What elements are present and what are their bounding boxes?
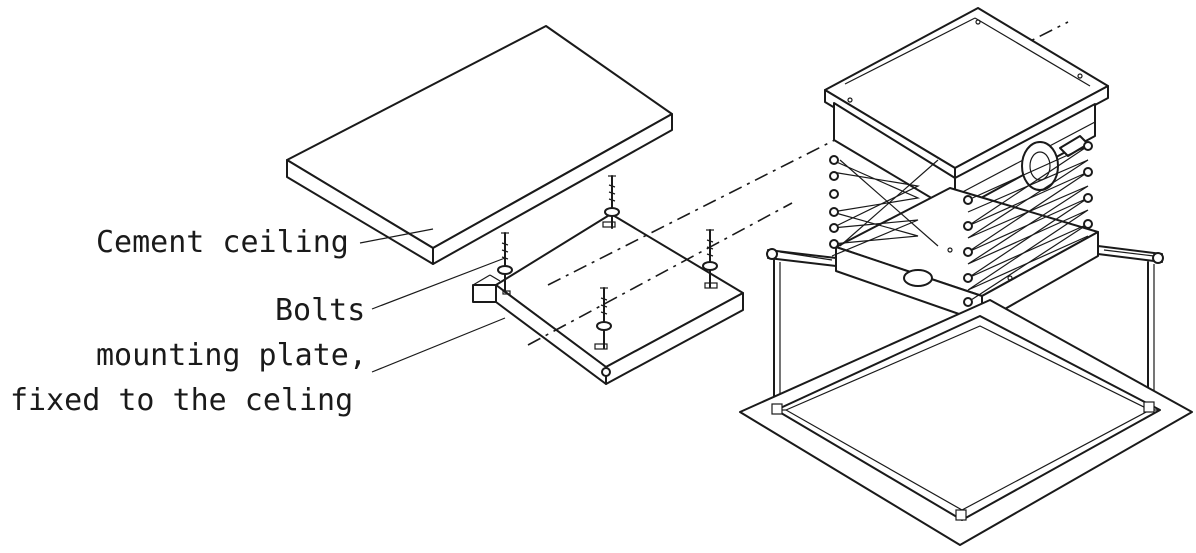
bolt-back	[604, 175, 620, 229]
projector-lift	[824, 7, 1109, 323]
leader-line-bolts	[371, 257, 506, 310]
cement-ceiling-slab	[286, 25, 673, 265]
adjustable-arm-left	[766, 248, 837, 267]
leader-line-cement	[359, 228, 434, 244]
label-bolts: Bolts	[275, 293, 366, 328]
label-mounting-plate-line1: mounting plate,	[96, 338, 367, 373]
alignment-line-lower	[527, 202, 793, 346]
adjustable-arm-right	[1097, 245, 1164, 264]
leader-line-mounting-plate	[371, 317, 506, 373]
bolt-left	[497, 232, 513, 293]
mounting-plate	[472, 213, 744, 385]
label-cement-ceiling: Cement ceiling	[96, 225, 349, 260]
label-mounting-plate-line2: fixed to the celing	[10, 383, 354, 418]
fixing-screw-front	[601, 367, 611, 384]
bolt-front	[596, 287, 612, 349]
scissor-arms-left	[829, 155, 939, 257]
projector-frame	[739, 299, 1193, 546]
